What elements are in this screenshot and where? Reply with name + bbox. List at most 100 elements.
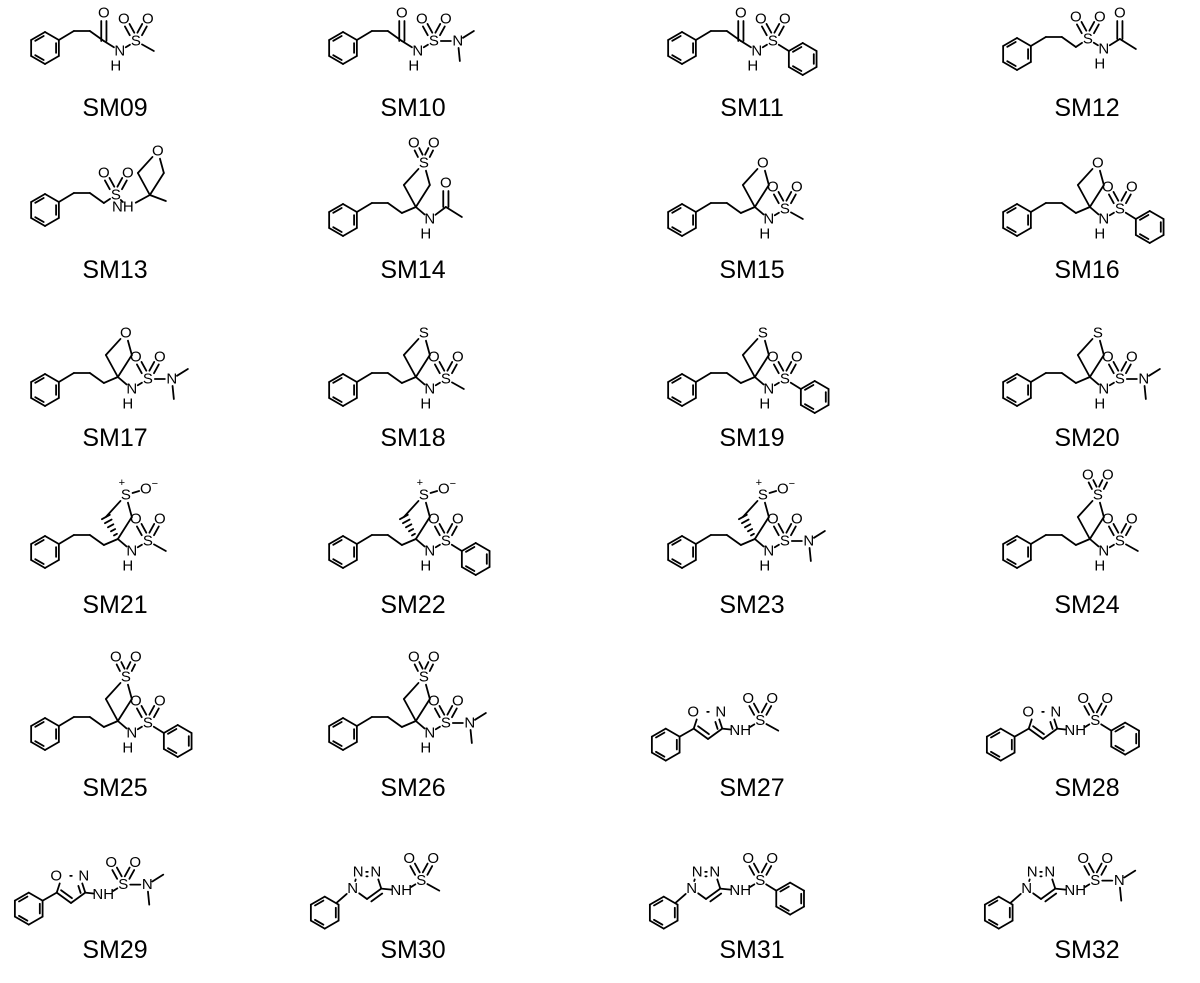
- sulfonyl-double-bond: [1088, 702, 1095, 714]
- benzene-inner-bond: [988, 899, 999, 907]
- chain-bond: [386, 202, 403, 214]
- benzene-inner-bond: [804, 403, 815, 410]
- sulfonyl-double-bond: [790, 193, 797, 205]
- ring-bond: [414, 184, 431, 208]
- hydrogen-atom: H: [408, 58, 419, 75]
- benzene-bond: [342, 535, 358, 545]
- ring-bond: [402, 168, 420, 186]
- benzene-bond: [997, 895, 1014, 906]
- cn-bond: [84, 891, 95, 895]
- sulfonyl-double-bond: [128, 23, 136, 34]
- chain-bond: [725, 372, 742, 384]
- oxygen-atom: O: [1126, 349, 1138, 366]
- ring-bond: [402, 338, 420, 356]
- benzene-bond: [799, 404, 816, 414]
- sulfonyl-double-bond-2: [1108, 525, 1115, 537]
- cn-bond: [1056, 727, 1067, 731]
- sulfonyl-double-bond-2: [413, 149, 419, 158]
- benzene-bond: [664, 727, 681, 738]
- sulfonyl-double-bond-2: [761, 25, 768, 37]
- sulfonyl-double-bond: [451, 363, 458, 375]
- benzene-bond: [342, 31, 358, 41]
- benzene-bond: [44, 55, 60, 65]
- benzene-bond: [30, 193, 46, 203]
- stereo-hashed-bond: [750, 532, 755, 537]
- benzene-inner-bond: [314, 899, 325, 907]
- ring-bond: [1032, 892, 1042, 900]
- sulfonyl-double-bond: [1100, 705, 1108, 716]
- so-bond: [768, 490, 778, 494]
- benzene-inner-bond: [779, 904, 790, 912]
- oxygen-atom: O: [154, 511, 166, 528]
- sulfur-atom: S: [768, 33, 778, 50]
- compound-label: SM19: [719, 424, 785, 452]
- ring-bond: [753, 354, 770, 378]
- oxygen-atom: O: [1102, 511, 1114, 528]
- ns-bond: [112, 887, 119, 892]
- benzene-bond: [474, 542, 491, 552]
- benzene-bond: [342, 397, 358, 407]
- benzene-bond: [662, 919, 679, 930]
- oxygen-atom: O: [766, 690, 778, 707]
- sulfonyl-double-bond-2: [773, 23, 781, 34]
- ns-bond: [1084, 723, 1091, 728]
- benzene-inner-bond: [465, 565, 476, 572]
- benzene-bond: [789, 881, 805, 892]
- nc-bond: [134, 194, 151, 204]
- hydrogen-atom: H: [1094, 396, 1105, 413]
- chain-bond: [400, 376, 417, 384]
- compound-label: SM32: [1054, 936, 1120, 964]
- so-bond: [131, 490, 141, 494]
- sulfonyl-double-bond: [1093, 23, 1100, 35]
- compound-label: SM12: [1054, 94, 1120, 122]
- cn-bond: [414, 720, 426, 730]
- cn-bond: [400, 40, 413, 49]
- chain-bond: [1074, 376, 1091, 384]
- methyl-bond: [153, 543, 167, 552]
- nh-group: NH: [390, 882, 412, 899]
- chain-bond: [1029, 202, 1047, 213]
- benzene-inner-bond: [804, 384, 815, 391]
- compound-label: SM25: [82, 774, 148, 802]
- benzene-bond: [681, 203, 697, 213]
- benzene-inner-bond: [34, 216, 45, 223]
- sulfonyl-double-bond: [153, 707, 160, 719]
- ring-bond: [377, 878, 383, 890]
- sulfonyl-double-bond: [765, 865, 773, 876]
- oxygen-atom: O: [1102, 179, 1114, 196]
- sulfonyl-double-bond: [1092, 479, 1098, 488]
- sulfonyl-double-bond: [451, 707, 458, 719]
- stereo-hashed-bond: [402, 518, 411, 525]
- phenyl-bond: [1124, 211, 1137, 220]
- benzene-bond: [328, 741, 344, 751]
- ring-double-bond-inner: [77, 885, 82, 894]
- benzene-inner-bond: [332, 377, 343, 384]
- benzene-bond: [44, 217, 60, 227]
- sulfonyl-double-bond-2: [760, 702, 768, 714]
- ring-bond: [116, 516, 133, 540]
- stereo-hashed-bond: [405, 523, 413, 529]
- sulfonyl-double-bond: [438, 361, 446, 372]
- benzene-bond: [648, 919, 665, 930]
- benzene-inner-bond: [779, 885, 790, 893]
- sulfonyl-double-bond-2: [424, 147, 430, 156]
- oxygen-atom: O: [129, 854, 141, 871]
- sulfonyl-double-bond-2: [111, 869, 119, 880]
- sulfonyl-double-bond-2: [434, 525, 441, 537]
- oxygen-atom: O: [428, 649, 440, 666]
- nitrogen-atom: N: [1098, 381, 1109, 398]
- benzene-bond: [13, 891, 30, 902]
- cn-bond: [739, 40, 752, 49]
- ring-bond: [402, 698, 417, 722]
- hydrogen-atom: H: [420, 226, 431, 243]
